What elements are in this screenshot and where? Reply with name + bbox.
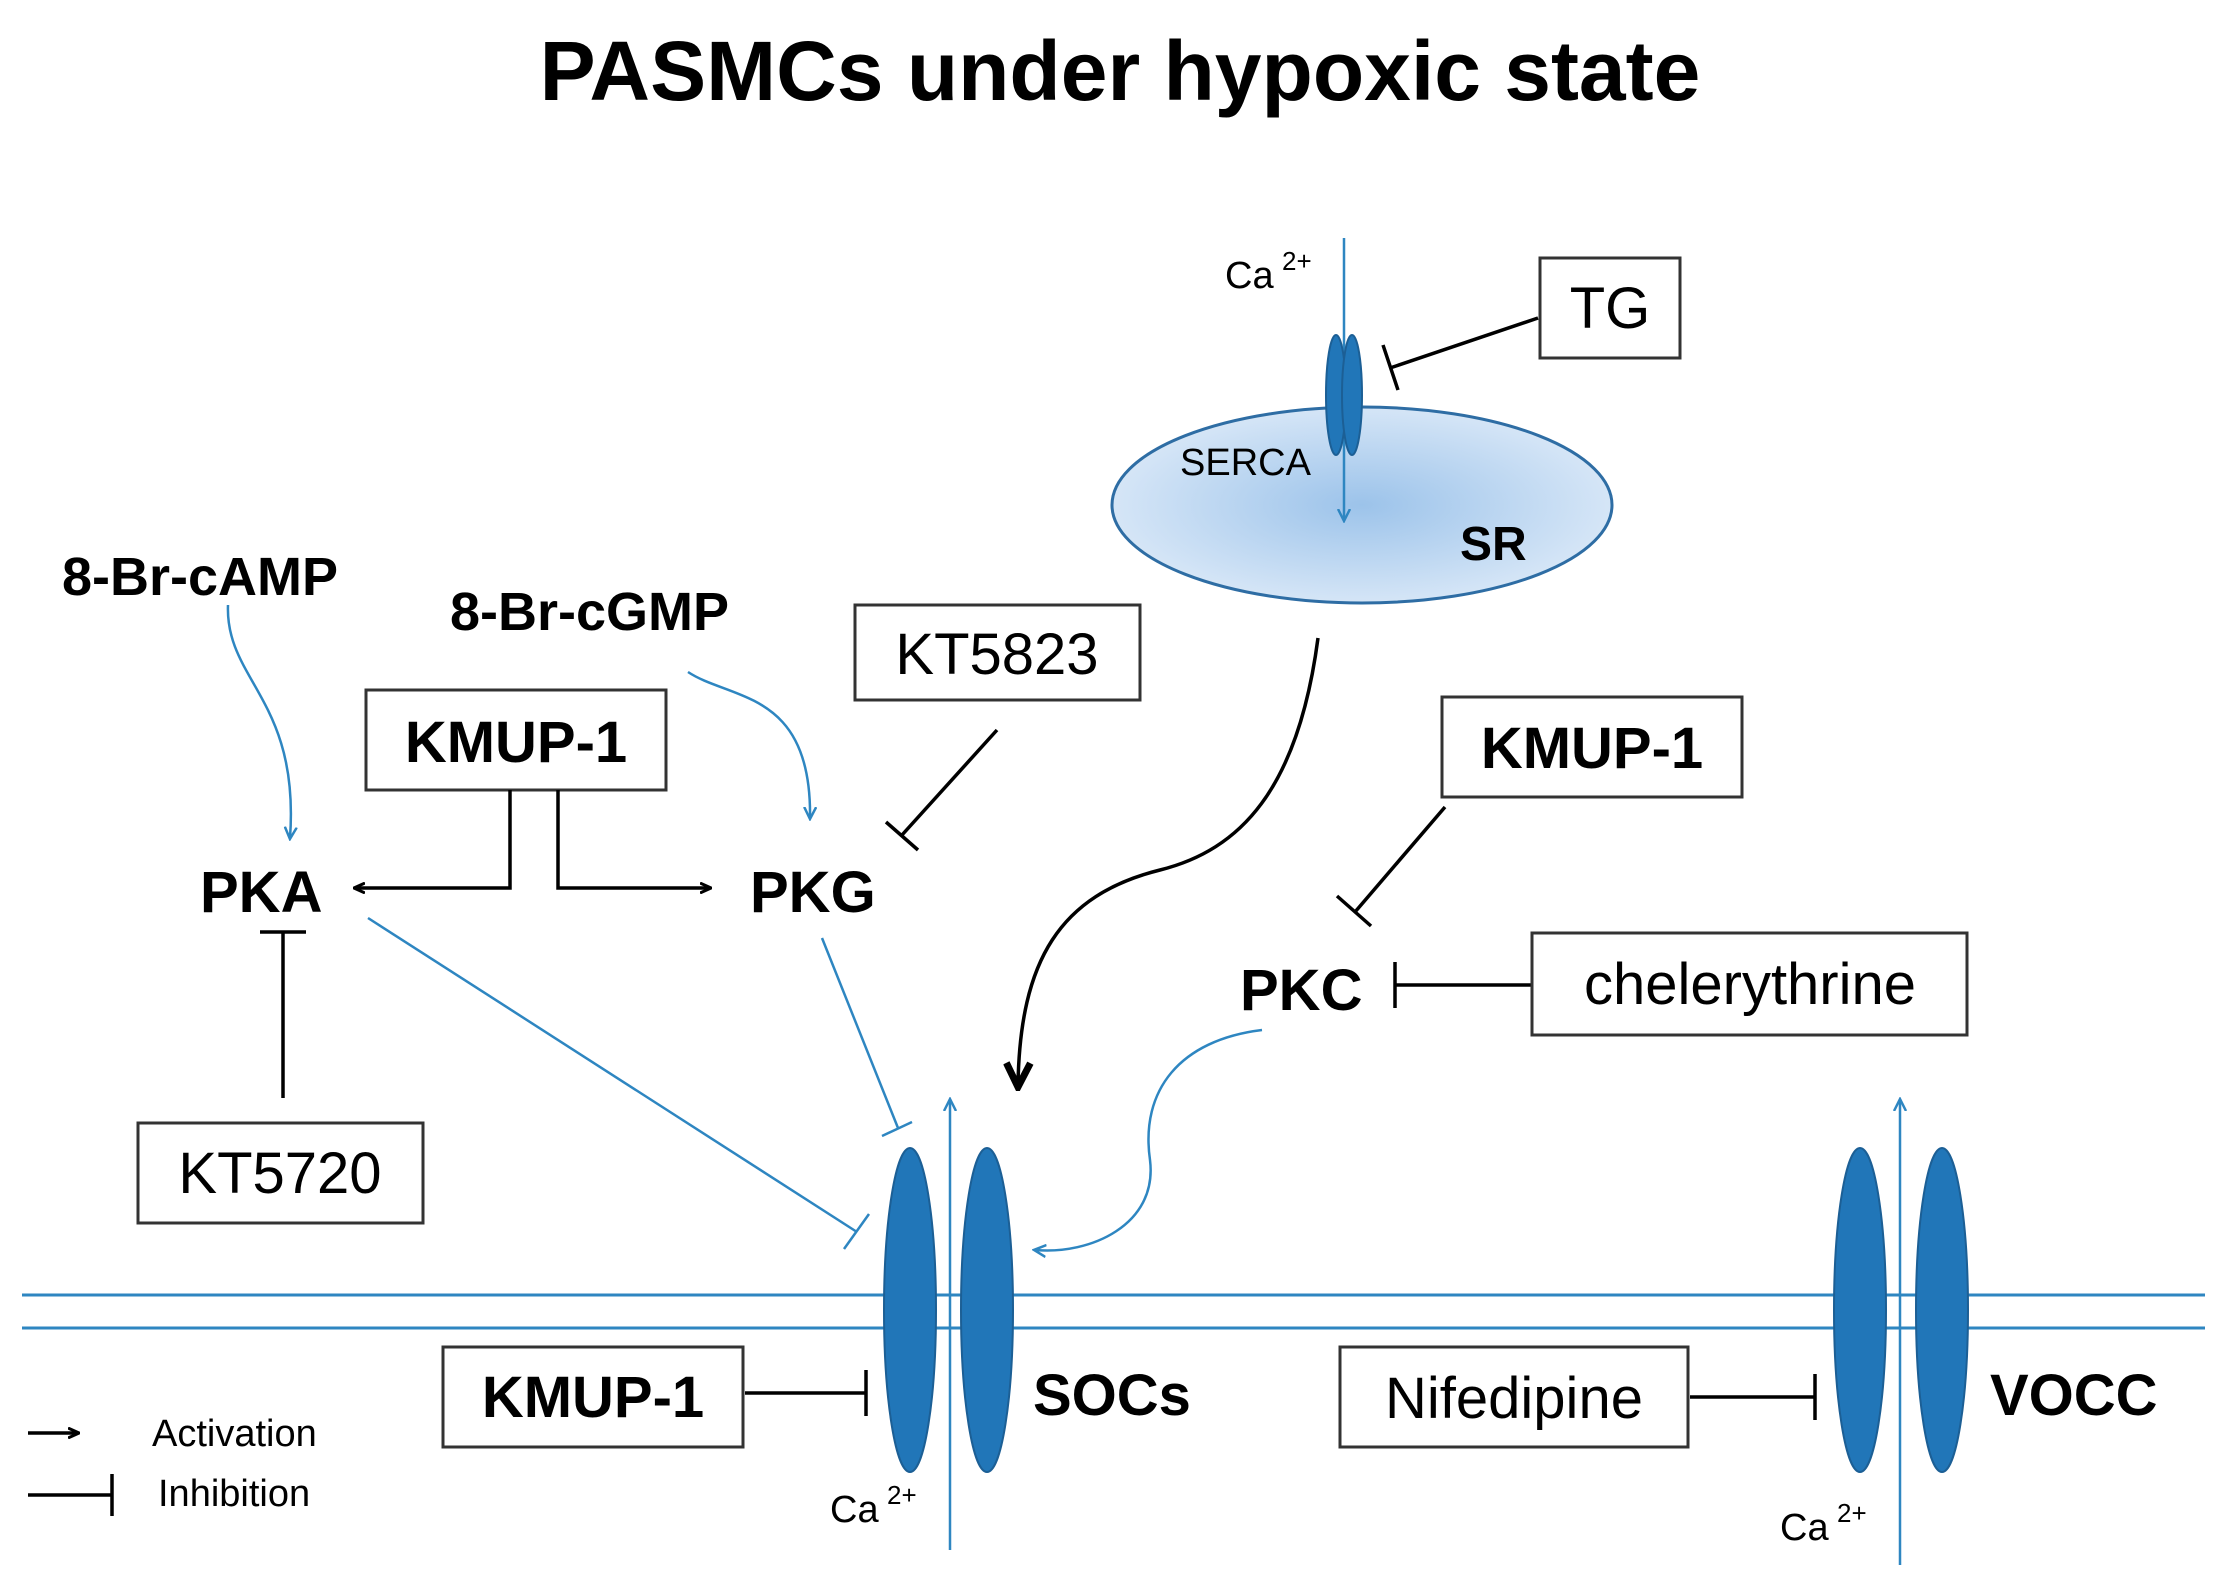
svg-text:2+: 2+ [1837,1498,1867,1528]
vocc-label: VOCC [1990,1363,2158,1428]
serca-pump-right [1341,334,1363,456]
kmup1-inhibits-pkc [1335,805,1447,928]
svg-text:2+: 2+ [887,1480,917,1510]
kt5720-box [136,1121,425,1225]
vocc-subunit-right [1915,1147,1969,1473]
chelerythrine-label: chelerythrine [1584,952,1916,1017]
pkc-label: PKC [1240,958,1362,1023]
kt5720-label: KT5720 [178,1141,381,1206]
svg-text:Ca: Ca [1780,1507,1829,1549]
vocc-subunit-left [1833,1147,1887,1473]
kt5823-label: KT5823 [895,622,1098,687]
ca-ion-serca: Ca 2+ [1225,246,1312,297]
tg-box [1538,256,1682,360]
vocc-channel [1833,1100,1969,1565]
legend-inhibition-symbol [28,1474,114,1516]
chelerythrine-inhibits-pkc [1393,962,1532,1008]
chelerythrine-box [1530,931,1969,1037]
nifedipine-box [1338,1345,1690,1449]
svg-text:Ca: Ca [830,1489,879,1531]
pkg-label: PKG [750,860,876,925]
svg-text:Ca: Ca [1225,255,1274,297]
pkc-activates-socs [1035,1028,1263,1251]
nifedipine-label: Nifedipine [1385,1366,1643,1431]
kmup1-top-box [364,688,668,792]
serca-label: SERCA [1180,442,1312,484]
sarcoplasmic-reticulum [1110,238,1614,605]
kmup1-bottom-box [441,1345,745,1449]
kmup1-right-label: KMUP-1 [1481,716,1703,781]
kt5823-inhibits-pkg [884,728,999,852]
sr-label: SR [1460,518,1527,571]
ca-ion-vocc: Ca 2+ [1780,1498,1867,1549]
ca-ion-socs: Ca 2+ [830,1480,917,1531]
socs-label: SOCs [1033,1363,1191,1428]
sr-depletion-arrow [1018,637,1320,1085]
kmup1-top-label: KMUP-1 [405,710,627,775]
socs-subunit-right [960,1147,1014,1473]
kmup1-activates-pka-pkg [355,790,710,888]
socs-subunit-left [883,1147,937,1473]
8-br-camp-label: 8-Br-cAMP [62,547,338,607]
pkg-inhibits-socs [820,937,913,1138]
pka-inhibits-socs [367,916,871,1250]
kt5720-inhibits-pka [260,930,306,1098]
tg-label: TG [1570,276,1651,341]
svg-text:2+: 2+ [1282,246,1312,276]
legend-inhibition-label: Inhibition [158,1473,310,1515]
legend-activation-label: Activation [152,1413,317,1455]
socs-channel [883,1100,1014,1550]
diagram-title: PASMCs under hypoxic state [540,24,1701,118]
camp-activates-pka [226,604,291,838]
kmup1-bottom-label: KMUP-1 [482,1365,704,1430]
8-br-cgmp-label: 8-Br-cGMP [450,582,729,642]
pka-label: PKA [200,860,322,925]
kt5823-box [853,603,1142,702]
legend: Activation Inhibition [28,1413,317,1516]
kmup1-right-box [1440,695,1744,799]
cgmp-activates-pkg [687,670,810,818]
tg-inhibits-serca [1381,316,1539,391]
nifedipine-inhibits-vocc [1690,1374,1817,1420]
kmup1-inhibits-socs [745,1370,868,1416]
